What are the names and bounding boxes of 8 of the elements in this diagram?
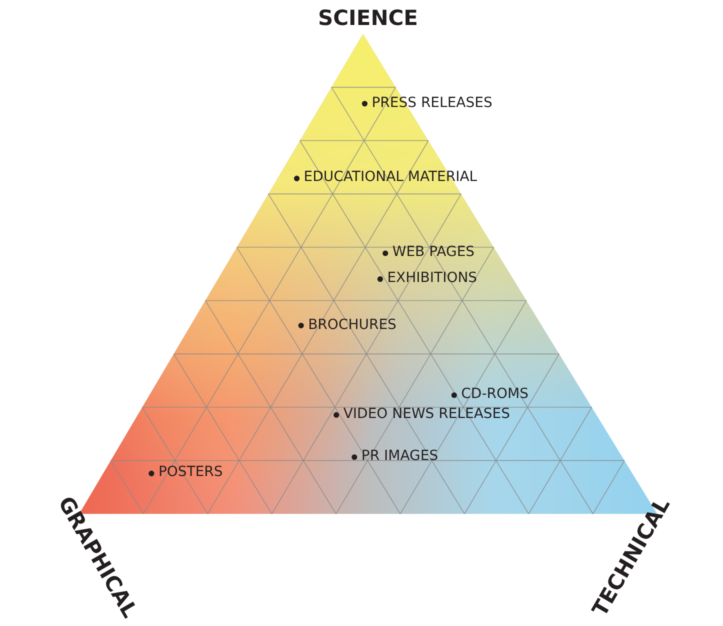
point-label: POSTERS bbox=[158, 463, 223, 482]
point-label: PR IMAGES bbox=[361, 447, 438, 466]
point-label: WEB PAGES bbox=[392, 243, 475, 262]
point-label: EXHIBITIONS bbox=[387, 269, 478, 288]
point-label: BROCHURES bbox=[308, 316, 396, 334]
axis-corner-label: SCIENCE bbox=[318, 6, 418, 30]
point-label: VIDEO NEWS RELEASES bbox=[343, 404, 510, 423]
point-label: CD-ROMS bbox=[461, 385, 528, 404]
